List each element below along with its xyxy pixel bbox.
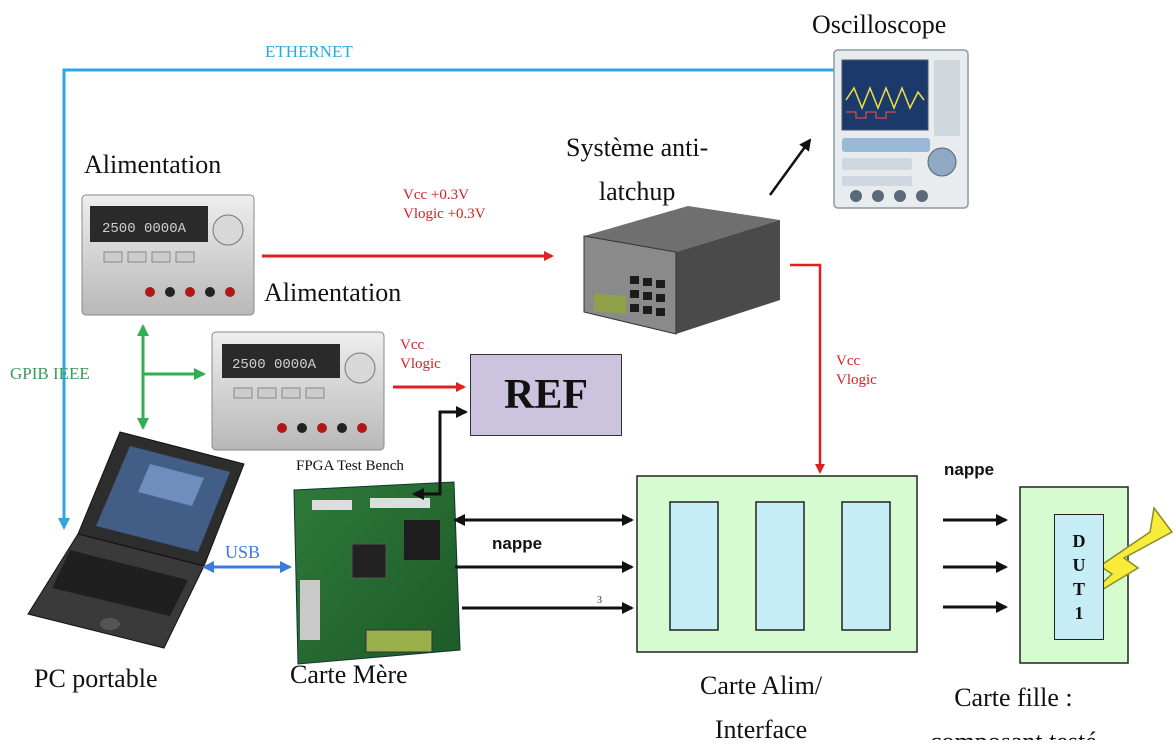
nappe-label-2: nappe <box>944 460 995 479</box>
vcc-vlogic-ref-label: Vcc Vlogic <box>400 337 441 372</box>
fpga-ref-link <box>412 406 468 500</box>
anti-latchup-image <box>583 206 780 335</box>
tick-mark: 3 <box>597 595 602 606</box>
carte-mere-label: Carte Mère <box>290 660 408 689</box>
alimentation-1-label: Alimentation <box>84 150 222 179</box>
power-supply-2-image: 2500 0000A <box>211 331 385 451</box>
nappe-label-1: nappe <box>492 534 543 553</box>
nappe-links-2 <box>943 514 1008 613</box>
oscilloscope-label: Oscilloscope <box>812 10 947 39</box>
gpib-label: GPIB IEEE <box>10 364 90 383</box>
scope-link <box>768 138 812 196</box>
fpga-board-image <box>293 481 461 665</box>
nappe-links-1 <box>453 514 634 614</box>
svg-text:2500 0000A: 2500 0000A <box>102 221 187 237</box>
carte-alim-label: Carte Alim/ Interface <box>700 671 823 744</box>
oscilloscope-image <box>833 49 969 209</box>
dut-box: D U T 1 <box>1054 514 1104 640</box>
carte-fille-label: Carte fille : composant testé <box>930 683 1097 740</box>
dut-letter: 1 <box>1074 603 1084 623</box>
pc-portable-label: PC portable <box>34 664 158 693</box>
laptop-image <box>27 431 245 649</box>
alimentation-2-label: Alimentation <box>264 278 402 307</box>
fpga-label: FPGA Test Bench <box>296 458 404 474</box>
vcc-offset-label: Vcc +0.3V Vlogic +0.3V <box>403 187 486 222</box>
anti-latchup-label: Système anti- latchup <box>566 133 709 206</box>
vcc-vlogic-interface-label: Vcc Vlogic <box>836 353 877 388</box>
ref-box: REF <box>470 354 622 436</box>
interface-board <box>636 475 918 653</box>
power-supply-1-image: 2500 0000A <box>81 194 255 316</box>
dut-letter: U <box>1072 555 1086 575</box>
usb-label: USB <box>225 542 261 562</box>
svg-text:2500 0000A: 2500 0000A <box>232 357 317 373</box>
power-line-interface <box>790 263 825 474</box>
ethernet-label: ETHERNET <box>265 42 353 61</box>
ethernet-link <box>58 68 838 530</box>
gpib-bus <box>137 324 206 430</box>
dut-letter: D <box>1072 531 1086 551</box>
dut-letter: T <box>1072 579 1085 599</box>
